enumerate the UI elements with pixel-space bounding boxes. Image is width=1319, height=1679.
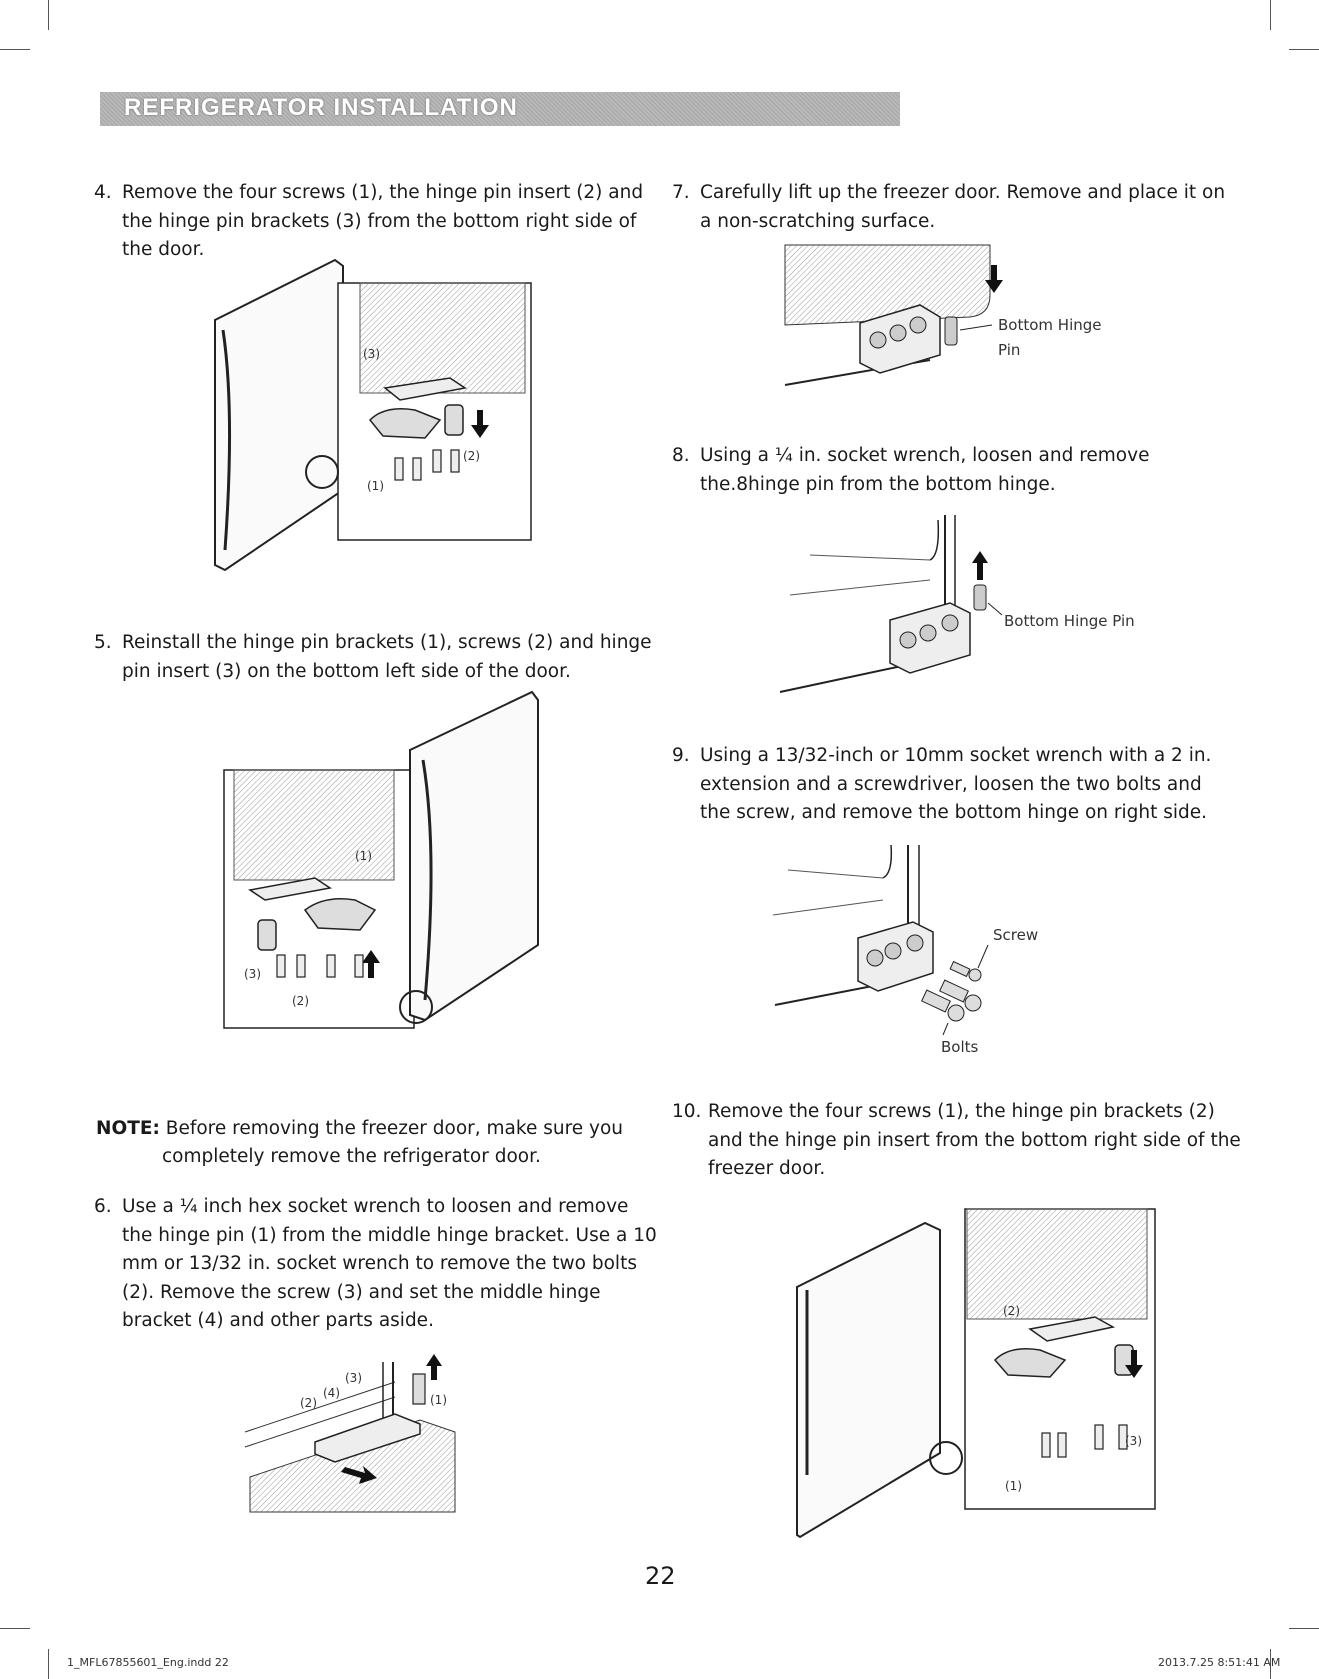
figure-step-10: (2) (3) (1) — [796, 1208, 1156, 1539]
screws — [1041, 1424, 1128, 1458]
arrow-down-icon — [985, 265, 1003, 293]
crop-mark — [48, 1649, 49, 1679]
note: NOTE: Before removing the freezer door, … — [96, 1115, 656, 1171]
door-handle — [221, 329, 232, 551]
figure-step-6: (2) (4) (3) (1) — [244, 1354, 456, 1513]
hatched-door-bottom — [359, 282, 526, 394]
label-bolts: Bolts — [941, 1038, 979, 1056]
figure-step-7: Bottom Hinge Pin — [784, 244, 1102, 386]
step-8: 8. Using a ¼ in. socket wrench, loosen a… — [672, 442, 1232, 499]
step-number: 4. — [94, 182, 112, 203]
label-bottom-hinge-pin: Bottom Hinge Pin — [1004, 612, 1135, 630]
step-4: 4. Remove the four screws (1), the hinge… — [94, 179, 649, 265]
step-text: Carefully lift up the freezer door. Remo… — [700, 182, 1226, 232]
step-text: Use a ¼ inch hex socket wrench to loosen… — [122, 1196, 657, 1331]
step-number: 10. — [672, 1101, 702, 1122]
arrow-up-icon — [362, 950, 380, 978]
label-1: (1) — [430, 1393, 447, 1407]
freezer-door-bottom — [784, 244, 991, 326]
freezer-door-outline — [796, 1221, 941, 1539]
hinge-bracket — [383, 377, 467, 401]
crop-mark — [48, 0, 49, 30]
hinge-bracket-lower — [368, 408, 442, 439]
hinge-pin — [973, 584, 987, 611]
door-outline — [409, 690, 539, 1022]
step-text: Remove the four screws (1), the hinge pi… — [708, 1101, 1241, 1179]
note-label: NOTE: — [96, 1118, 160, 1139]
note-line-1: Before removing the freezer door, make s… — [165, 1118, 624, 1139]
door-outline — [214, 258, 344, 572]
arrow-up-icon — [426, 1354, 442, 1380]
label-pin: Pin — [998, 341, 1020, 359]
figure-step-4: (3) (2) (1) — [214, 258, 532, 572]
step-number: 8. — [672, 445, 690, 466]
crop-mark — [1270, 0, 1271, 30]
step-text: Using a 13/32-inch or 10mm socket wrench… — [700, 745, 1212, 823]
step-10: 10. Remove the four screws (1), the hing… — [672, 1098, 1242, 1184]
screws — [394, 449, 460, 481]
step-7: 7. Carefully lift up the freezer door. R… — [672, 179, 1232, 236]
crop-mark — [1270, 1649, 1271, 1679]
arrow-up-icon — [972, 551, 988, 580]
label-3: (3) — [1125, 1434, 1142, 1448]
footer-file-name: 1_MFL67855601_Eng.indd 22 — [67, 1656, 229, 1669]
label-3: (3) — [345, 1371, 362, 1385]
section-title: REFRIGERATOR INSTALLATION — [124, 94, 518, 121]
hinge-pin-insert — [444, 404, 464, 436]
screw — [949, 960, 982, 982]
label-1: (1) — [367, 479, 384, 493]
hinge-bracket-lower — [303, 898, 377, 931]
note-line-2: completely remove the refrigerator door. — [162, 1146, 541, 1167]
step-6: 6. Use a ¼ inch hex socket wrench to loo… — [94, 1193, 659, 1336]
page-number: 22 — [645, 1562, 676, 1590]
hinge-pin-insert — [257, 919, 277, 951]
label-3: (3) — [244, 967, 261, 981]
step-number: 6. — [94, 1196, 112, 1217]
label-bottom-hinge: Bottom Hinge — [998, 316, 1102, 334]
step-5: 5. Reinstall the hinge pin brackets (1),… — [94, 629, 654, 686]
step-text: Reinstall the hinge pin brackets (1), sc… — [122, 632, 652, 682]
label-1: (1) — [355, 849, 372, 863]
hinge-pin — [944, 316, 958, 346]
step-9: 9. Using a 13/32-inch or 10mm socket wre… — [672, 742, 1232, 828]
hinge-bracket — [248, 877, 332, 901]
bolts — [921, 979, 982, 1022]
footer-timestamp: 2013.7.25 8:51:41 AM — [1158, 1656, 1281, 1669]
arrow-down-icon — [471, 410, 489, 438]
label-2: (2) — [1003, 1304, 1020, 1318]
label-2: (2) — [300, 1396, 317, 1410]
label-2: (2) — [292, 994, 309, 1008]
label-3: (3) — [363, 347, 380, 361]
hinge-bracket — [1028, 1316, 1116, 1342]
detail-circle — [399, 990, 433, 1024]
arrow-down-icon — [1125, 1350, 1143, 1378]
hatched-door-bottom — [233, 769, 395, 881]
crop-mark — [1289, 1628, 1319, 1629]
step-text: Remove the four screws (1), the hinge pi… — [122, 182, 644, 260]
label-4: (4) — [323, 1386, 340, 1400]
detail-circle — [305, 455, 339, 489]
middle-hinge-bracket — [314, 1413, 421, 1463]
section-header-bar: REFRIGERATOR INSTALLATION — [100, 92, 900, 126]
hatched-door-bottom — [966, 1208, 1148, 1320]
label-1: (1) — [1005, 1479, 1022, 1493]
crop-mark — [0, 1628, 30, 1629]
step-number: 9. — [672, 745, 690, 766]
crop-mark — [1289, 49, 1319, 50]
detail-circle — [929, 1441, 963, 1475]
door-handle — [421, 759, 433, 1001]
arrow-right-icon — [341, 1466, 377, 1484]
crop-mark — [0, 49, 30, 50]
step-text: Using a ¼ in. socket wrench, loosen and … — [700, 445, 1150, 495]
figure-step-5: (1) (3) (2) — [223, 690, 539, 1029]
step-number: 7. — [672, 182, 690, 203]
label-2: (2) — [463, 449, 480, 463]
figure-step-8: Bottom Hinge Pin — [779, 515, 1135, 693]
screws — [276, 954, 364, 978]
hinge-bracket-lower — [993, 1348, 1067, 1378]
label-screw: Screw — [993, 926, 1038, 944]
figure-step-9: Screw Bolts — [772, 844, 1038, 1056]
step-number: 5. — [94, 632, 112, 653]
